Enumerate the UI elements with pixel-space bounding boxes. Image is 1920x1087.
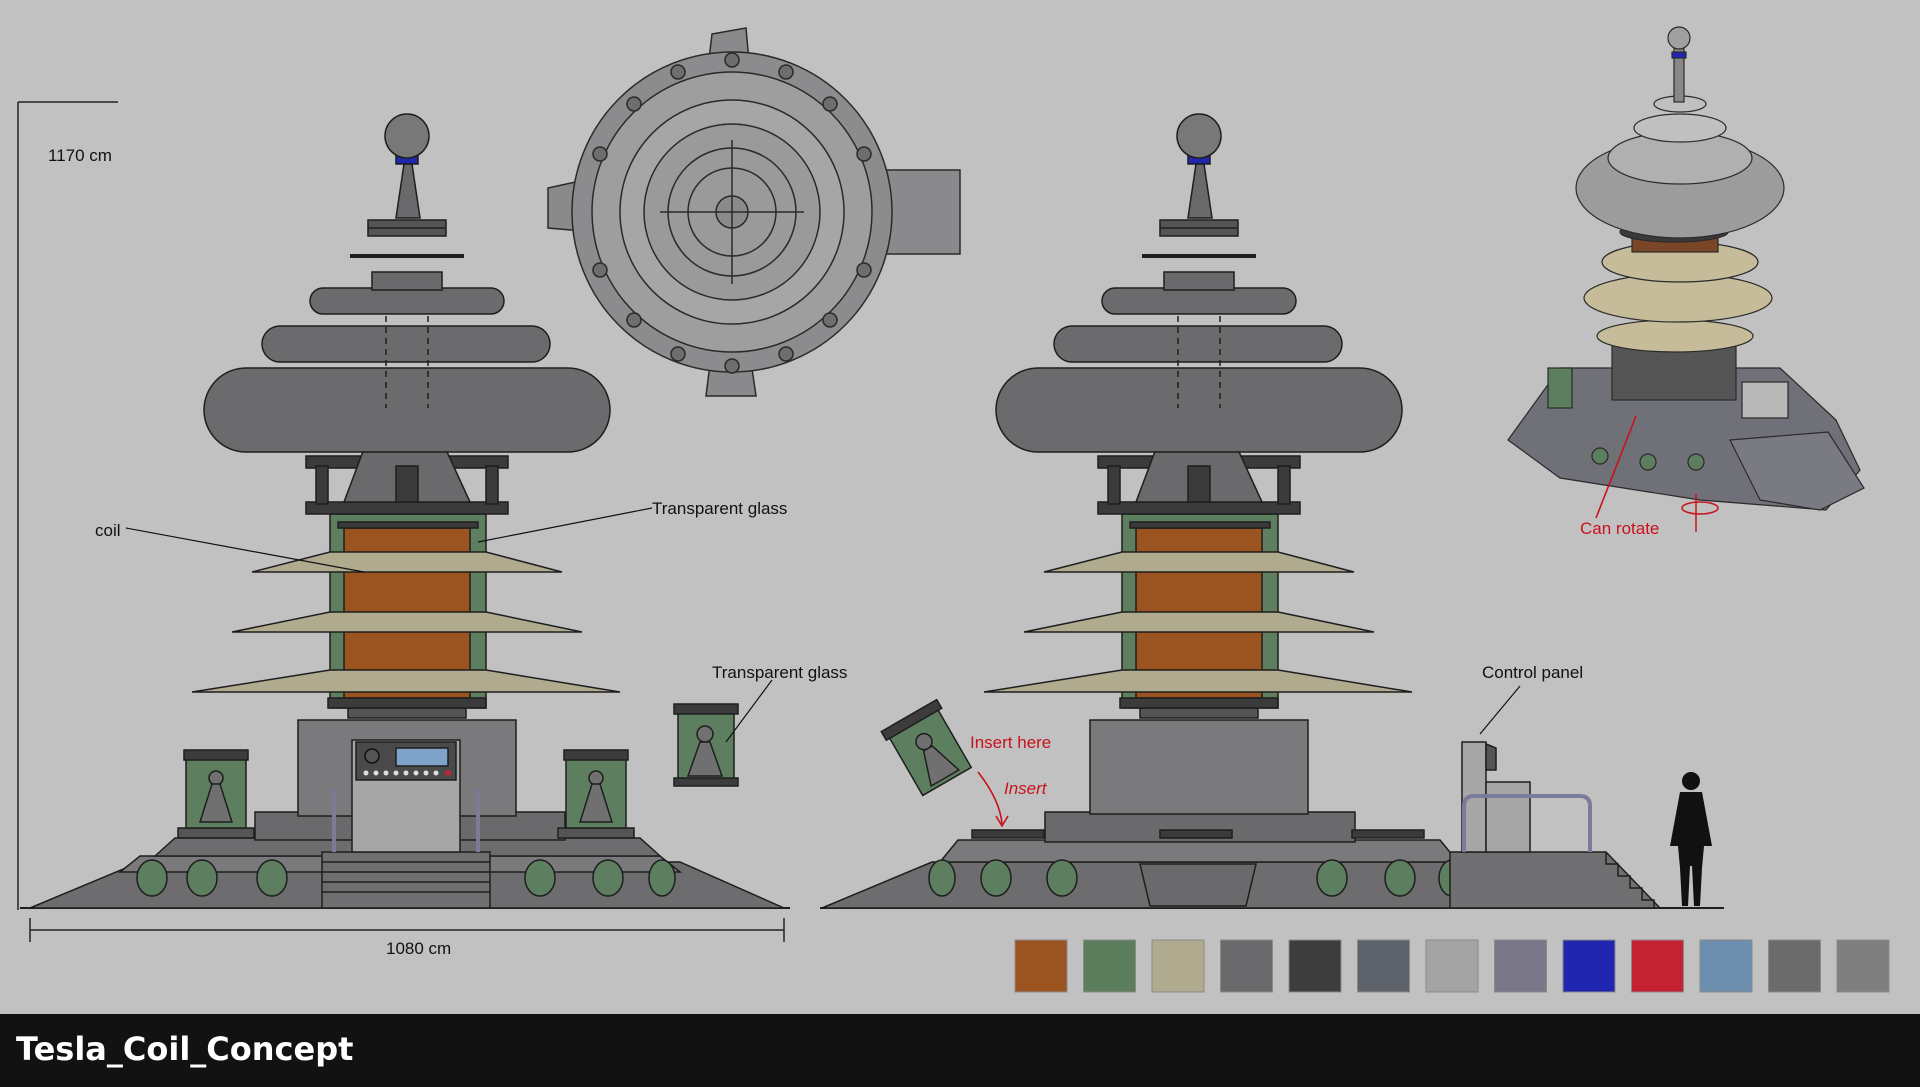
height-label: 1170 cm — [48, 146, 112, 165]
red-annotations — [977, 415, 1637, 828]
insert-pod — [880, 698, 973, 797]
rotate-arrow-icon — [1681, 501, 1719, 515]
palette-swatch — [1836, 939, 1890, 993]
width-label: 1080 cm — [386, 939, 451, 958]
palette-swatch — [1494, 939, 1547, 993]
side-view — [820, 113, 1724, 909]
palette-swatch — [1288, 939, 1342, 993]
top-view — [547, 27, 961, 397]
page-title: Tesla_Coil_Concept — [16, 1030, 354, 1068]
insert-here-label: Insert here — [970, 733, 1051, 752]
drawing-canvas: 1170 cm 1080 cm — [17, 26, 1890, 993]
base-portholes — [136, 859, 676, 897]
coil-label: coil — [95, 521, 121, 540]
front-stairs — [321, 851, 491, 909]
palette-swatch — [1631, 939, 1684, 993]
height-dimension — [17, 101, 118, 910]
front-view — [20, 113, 790, 909]
human-scale-figure — [1670, 772, 1712, 906]
color-palette — [1014, 939, 1890, 993]
palette-swatch — [1425, 939, 1479, 993]
palette-swatch — [1562, 939, 1616, 993]
top-view-bolts — [592, 52, 872, 374]
insert-label: Insert — [1004, 779, 1048, 798]
footer-bar: Tesla_Coil_Concept — [0, 1014, 1920, 1087]
palette-swatch — [1014, 939, 1068, 993]
control-panel-label: Control panel — [1482, 663, 1583, 682]
perspective-view — [1507, 26, 1865, 511]
side-pod-right — [557, 749, 635, 839]
palette-swatch — [1699, 939, 1753, 993]
width-dimension — [29, 918, 785, 942]
palette-swatch — [1357, 939, 1410, 993]
leader-lines — [125, 507, 1521, 743]
can-rotate-label: Can rotate — [1580, 519, 1659, 538]
detail-pod — [673, 703, 739, 787]
palette-swatch — [1083, 939, 1136, 993]
palette-swatch — [1768, 939, 1821, 993]
palette-swatch — [1151, 939, 1205, 993]
palette-swatch — [1220, 939, 1273, 993]
side-pod-left — [177, 749, 255, 839]
transparent-glass-label-front: Transparent glass — [652, 499, 787, 518]
transparent-glass-label-detail: Transparent glass — [712, 663, 847, 682]
